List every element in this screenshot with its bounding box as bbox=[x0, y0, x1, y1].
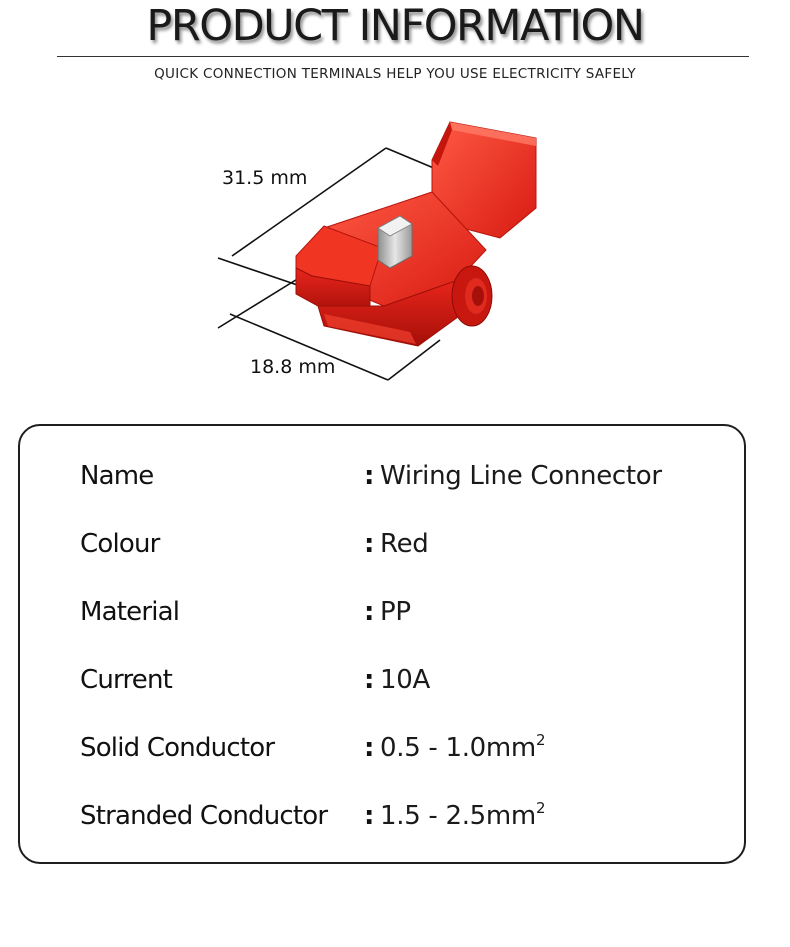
spec-label: Colour bbox=[80, 529, 160, 559]
spec-row-stranded-conductor: Stranded Conductor : 1.5 - 2.5mm2 bbox=[20, 796, 748, 836]
page-title: PRODUCT INFORMATION bbox=[146, 1, 645, 51]
spec-value: Red bbox=[380, 529, 429, 559]
spec-row-name: Name : Wiring Line Connector bbox=[20, 456, 748, 496]
spec-label: Stranded Conductor bbox=[80, 801, 328, 831]
spec-row-solid-conductor: Solid Conductor : 0.5 - 1.0mm2 bbox=[20, 728, 748, 768]
spec-row-material: Material : PP bbox=[20, 592, 748, 632]
spec-label: Current bbox=[80, 665, 173, 695]
product-figure bbox=[200, 100, 560, 400]
spec-label: Name bbox=[80, 461, 154, 491]
width-dimension-label: 18.8 mm bbox=[250, 356, 336, 378]
spec-row-colour: Colour : Red bbox=[20, 524, 748, 564]
connector-illustration bbox=[217, 121, 537, 381]
page-subtitle: QUICK CONNECTION TERMINALS HELP YOU USE … bbox=[154, 66, 636, 82]
spec-value: 10A bbox=[380, 665, 430, 695]
spec-value: 0.5 - 1.0mm2 bbox=[380, 731, 546, 764]
spec-value: Wiring Line Connector bbox=[380, 461, 662, 491]
spec-label: Solid Conductor bbox=[80, 733, 275, 763]
superscript: 2 bbox=[535, 731, 546, 749]
title-divider bbox=[57, 56, 749, 57]
length-dimension-label: 31.5 mm bbox=[222, 167, 308, 189]
spec-separator: : bbox=[364, 665, 375, 695]
spec-value: PP bbox=[380, 597, 411, 627]
superscript: 2 bbox=[535, 799, 546, 817]
spec-separator: : bbox=[364, 801, 375, 831]
spec-separator: : bbox=[364, 461, 375, 491]
dimension-lines bbox=[217, 147, 449, 381]
spec-label: Material bbox=[80, 597, 180, 627]
spec-separator: : bbox=[364, 597, 375, 627]
spec-separator: : bbox=[364, 529, 375, 559]
specification-card: Name : Wiring Line Connector Colour : Re… bbox=[18, 424, 746, 864]
spec-value: 1.5 - 2.5mm2 bbox=[380, 799, 546, 832]
spec-separator: : bbox=[364, 733, 375, 763]
spec-row-current: Current : 10A bbox=[20, 660, 748, 700]
